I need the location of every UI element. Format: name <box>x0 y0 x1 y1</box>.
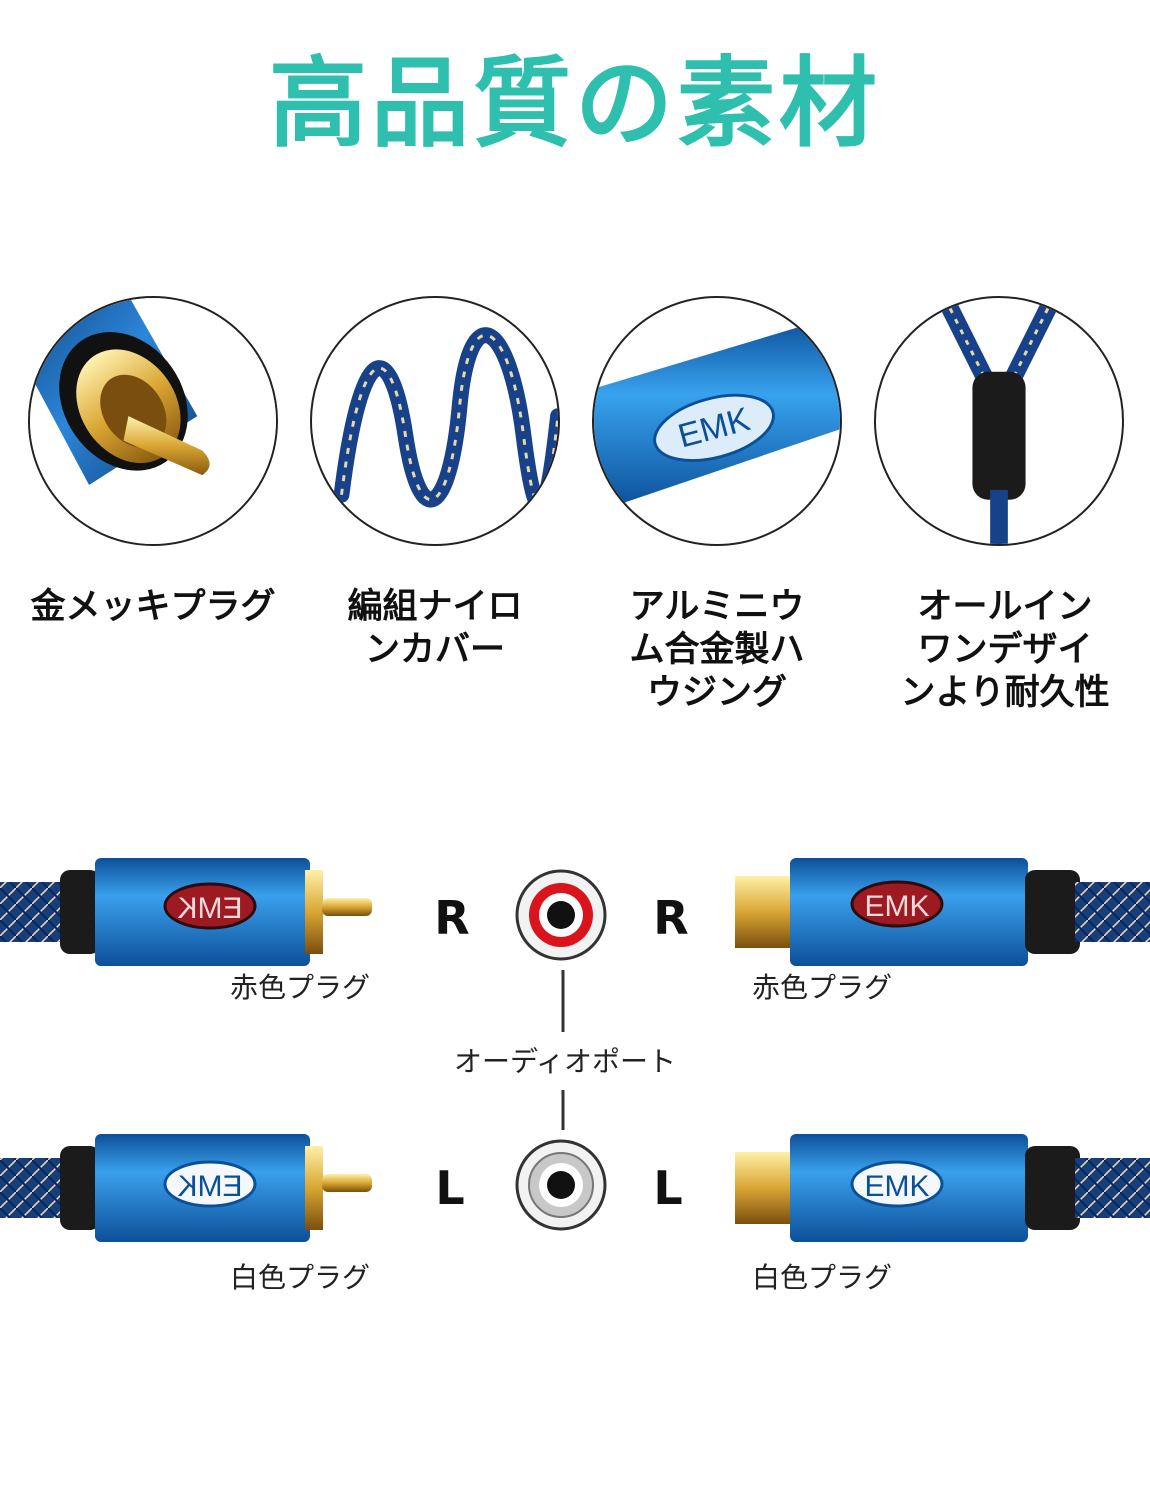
white-audio-port <box>515 1139 607 1231</box>
channel-letter-r-left: R <box>434 891 470 945</box>
brand-logo: EMK <box>177 1170 242 1203</box>
brand-logo: EMK <box>177 892 242 925</box>
red-plug-left-label: 赤色プラグ <box>229 971 370 1004</box>
page-title: 高品質の素材 <box>268 47 881 161</box>
feature-label-gold-plug: 金メッキプラグ <box>30 587 276 627</box>
channel-letter-l-right: L <box>653 1161 683 1215</box>
channel-letter-r-right: R <box>653 891 689 945</box>
splitter-closeup-image <box>874 296 1124 546</box>
red-audio-port <box>515 869 607 961</box>
connection-diagram: EMK EMK EMK <box>0 840 1150 1310</box>
gold-plug-closeup-image <box>28 296 278 546</box>
brand-logo: EMK <box>864 1170 929 1203</box>
brand-logo: EMK <box>864 890 929 923</box>
white-male-plug: EMK <box>0 1134 372 1242</box>
braided-cable-closeup-image <box>310 296 560 546</box>
channel-letter-l-left: L <box>435 1161 465 1215</box>
feature-label-all-in-one-design: オールイン ワンデザイ ンより耐久性 <box>900 587 1110 713</box>
red-plug-right-label: 赤色プラグ <box>751 971 892 1004</box>
white-plug-right-label: 白色プラグ <box>751 1261 892 1294</box>
feature-label-braided-cover: 編組ナイロ ンカバー <box>347 587 523 670</box>
white-female-plug: EMK <box>735 1134 1150 1242</box>
aluminium-housing-closeup-image: EMK <box>592 296 842 546</box>
feature-label-aluminium-housing: アルミニウ ム合金製ハ ウジング <box>629 587 805 713</box>
audio-port-label: オーディオポート <box>453 1045 677 1078</box>
white-plug-left-label: 白色プラグ <box>229 1261 370 1294</box>
red-female-plug: EMK <box>735 858 1150 966</box>
red-male-plug: EMK <box>0 858 372 966</box>
